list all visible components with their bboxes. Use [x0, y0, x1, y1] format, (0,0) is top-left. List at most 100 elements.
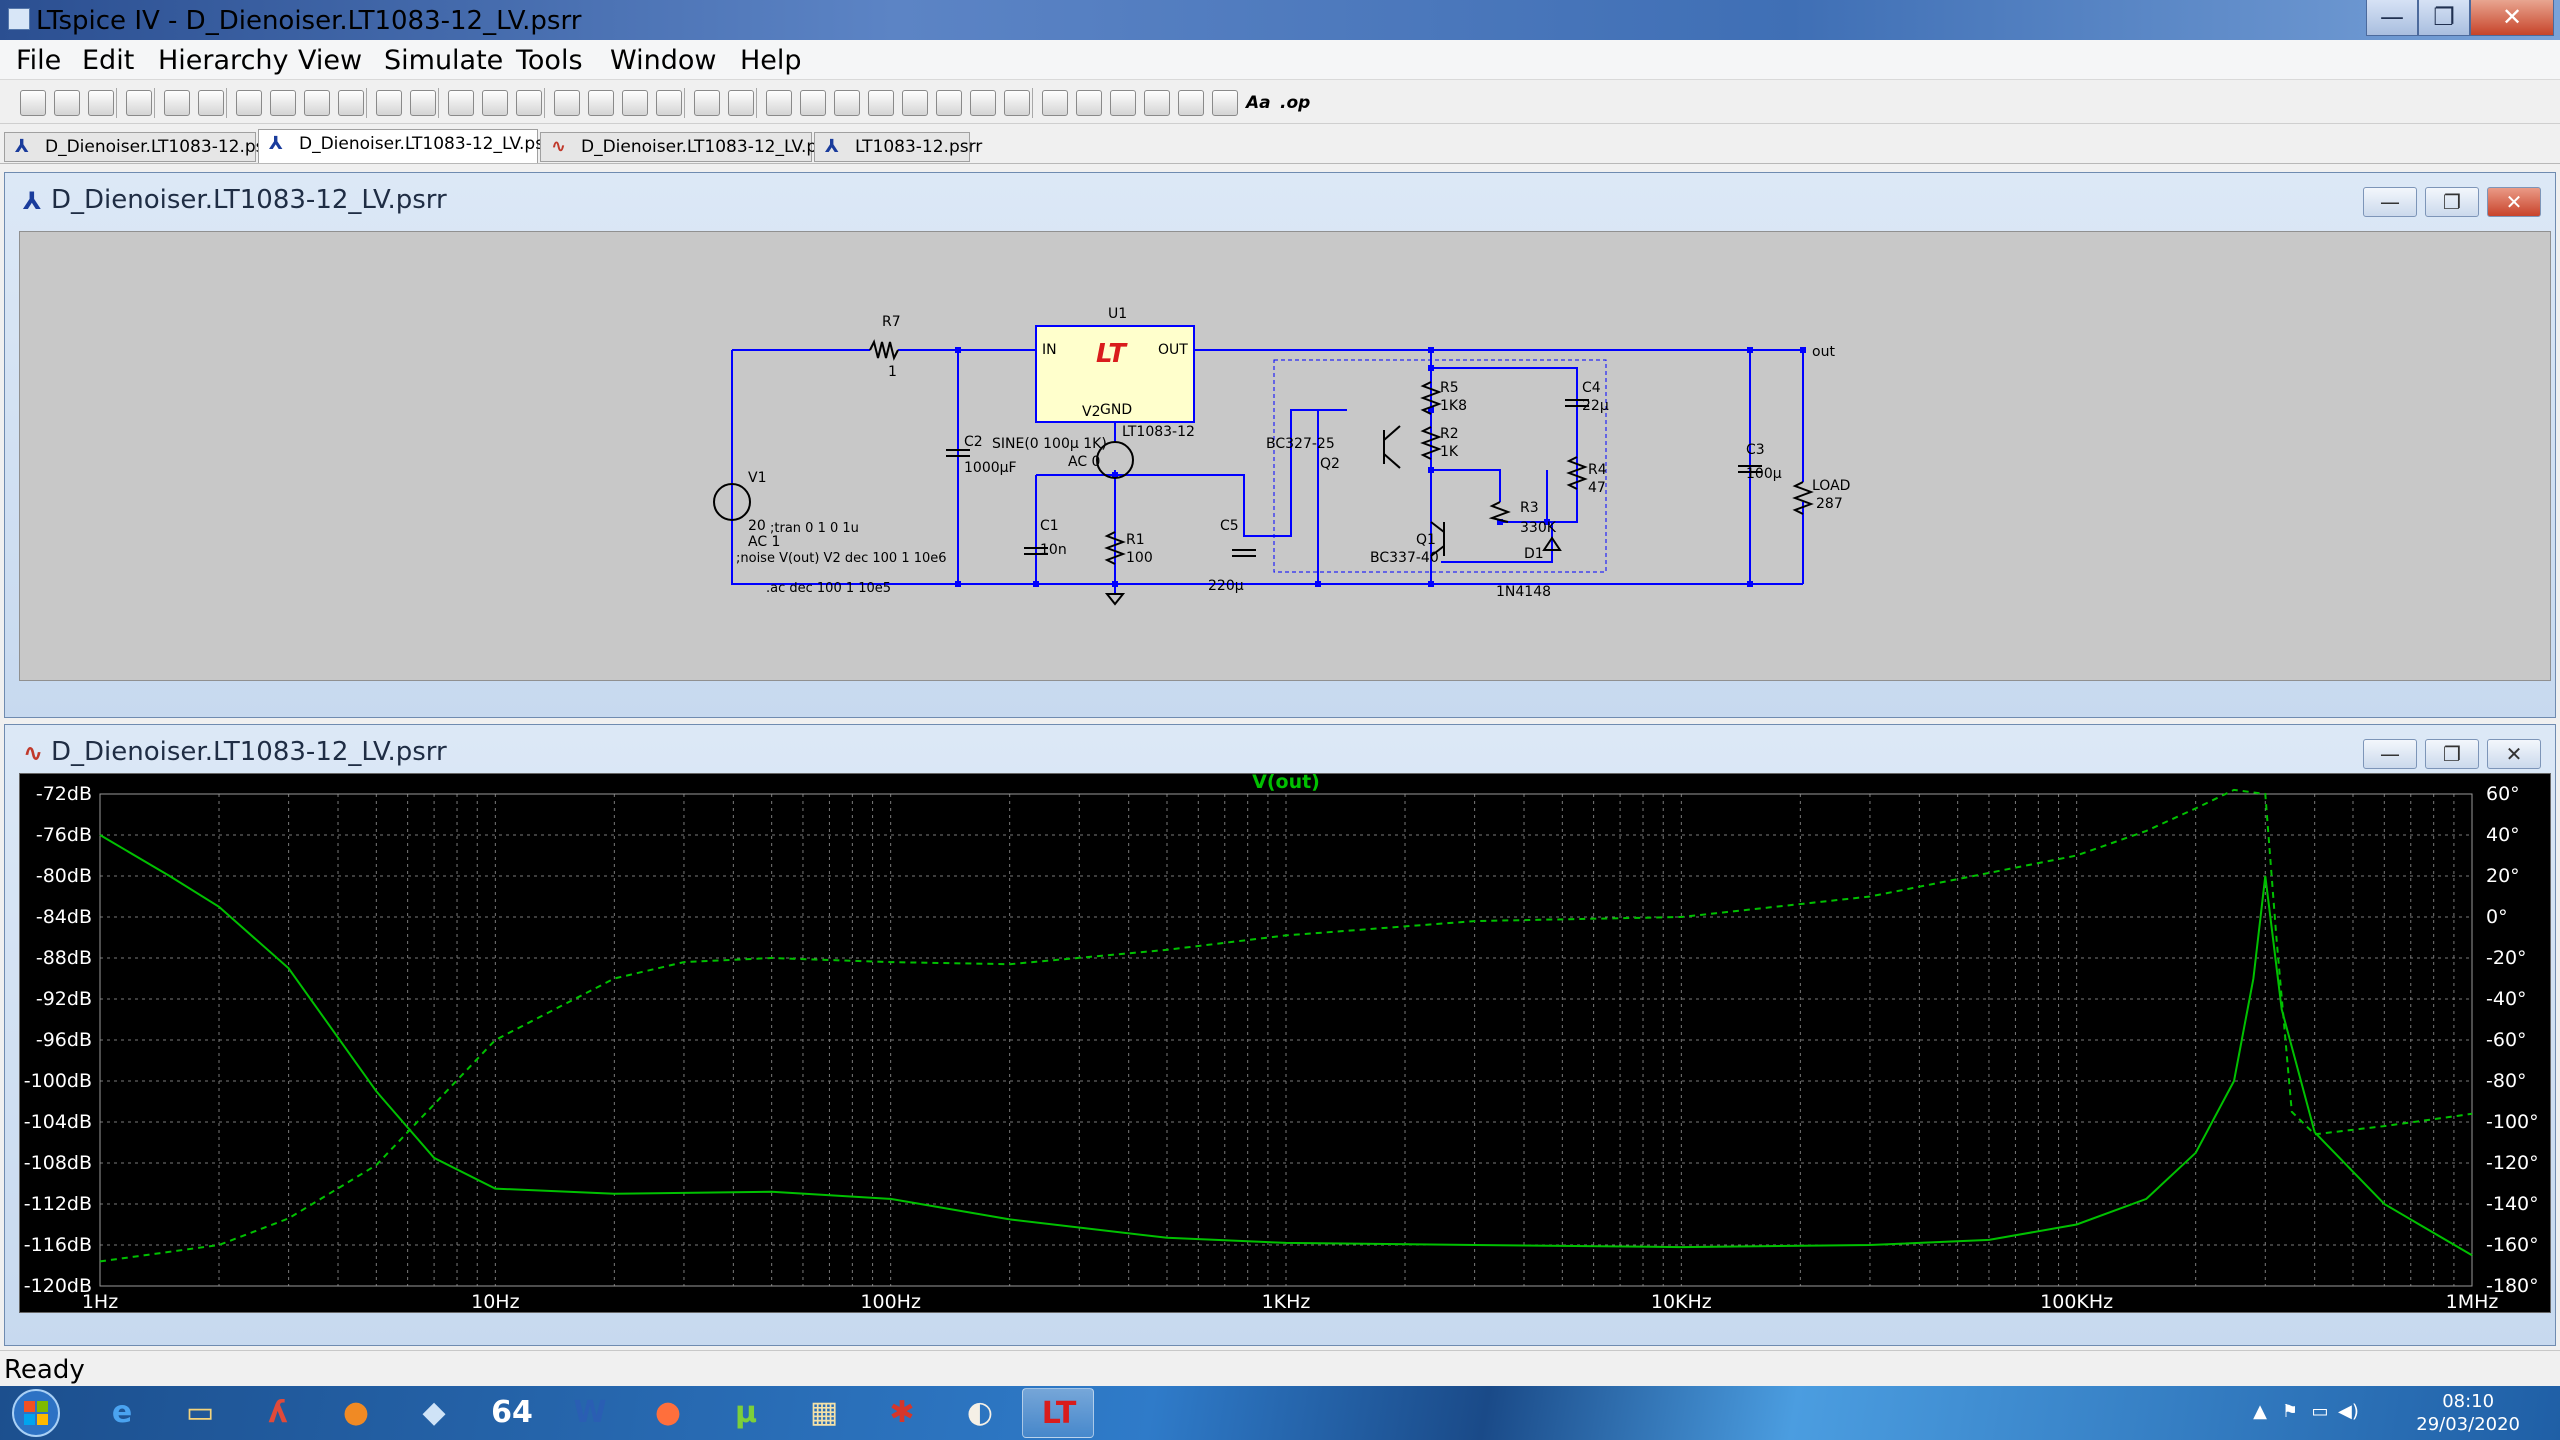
taskbar-firefox-dev-button[interactable]: ● — [632, 1388, 704, 1438]
tray-expand-icon[interactable]: ▲ — [2253, 1401, 2267, 1422]
menu-help[interactable]: Help — [740, 45, 802, 76]
menu-edit[interactable]: Edit — [82, 45, 135, 76]
y-right-tick-label: -140° — [2486, 1193, 2539, 1215]
save-icon[interactable] — [88, 90, 114, 116]
y-left-tick-label: -88dB — [36, 947, 92, 969]
close-button[interactable]: ✕ — [2470, 0, 2554, 36]
spice-directive-icon[interactable]: .op — [1280, 93, 1311, 113]
y-right-tick-label: 20° — [2486, 865, 2520, 887]
waveform-close-button[interactable]: ✕ — [2487, 739, 2541, 769]
tab-4[interactable]: ⅄ LT1083-12.psrr — [814, 132, 982, 162]
taskbar-utorrent-button[interactable]: µ — [710, 1388, 782, 1438]
find-icon[interactable] — [656, 90, 682, 116]
lt-logo-icon: LT — [1096, 339, 1128, 369]
start-button[interactable] — [6, 1387, 66, 1439]
resistor-icon[interactable] — [868, 90, 894, 116]
diode-icon[interactable] — [970, 90, 996, 116]
minimize-button[interactable]: — — [2366, 0, 2418, 36]
svg-text:20: 20 — [748, 518, 766, 534]
menu-file[interactable]: File — [16, 45, 62, 76]
menu-view[interactable]: View — [298, 45, 363, 76]
control-panel-icon[interactable] — [126, 90, 152, 116]
schematic-icon: ⅄ — [15, 136, 29, 157]
cut-icon[interactable] — [554, 90, 580, 116]
svg-text:287: 287 — [1816, 496, 1843, 512]
menu-window[interactable]: Window — [610, 45, 717, 76]
taskbar-notes-button[interactable]: ◆ — [398, 1388, 470, 1438]
last-view-icon[interactable] — [410, 90, 436, 116]
text-icon[interactable]: Aa — [1246, 93, 1271, 113]
taskbar-ie-button[interactable]: e — [86, 1388, 158, 1438]
volume-icon[interactable]: ◀) — [2338, 1401, 2359, 1422]
svg-text:LOAD: LOAD — [1812, 478, 1850, 494]
component-icon[interactable] — [1004, 90, 1030, 116]
u1-part: LT1083-12 — [1122, 424, 1195, 440]
zoom-pan-icon[interactable] — [270, 90, 296, 116]
svg-text:1K8: 1K8 — [1440, 398, 1467, 414]
taskbar-acrobat-button[interactable]: ʎ — [242, 1388, 314, 1438]
schematic-maximize-button[interactable]: ❐ — [2425, 187, 2479, 217]
move-icon[interactable] — [1042, 90, 1068, 116]
print-icon[interactable] — [694, 90, 720, 116]
x-tick-label: 100KHz — [2040, 1291, 2113, 1313]
svg-text:R7: R7 — [882, 314, 901, 330]
taskbar-word-button[interactable]: W — [554, 1388, 626, 1438]
r3-resistor-icon — [1488, 501, 1511, 523]
waveform-window-title: D_Dienoiser.LT1083-12_LV.psrr — [51, 737, 447, 767]
tab-label: D_Dienoiser.LT1083-12_LV.psrr — [299, 134, 558, 154]
taskbar-calc-button[interactable]: ▦ — [788, 1388, 860, 1438]
svg-text:1000µF: 1000µF — [964, 460, 1017, 476]
print-preview-icon[interactable] — [728, 90, 754, 116]
zoom-out-icon[interactable] — [304, 90, 330, 116]
waveform-maximize-button[interactable]: ❐ — [2425, 739, 2479, 769]
taskbar-explorer-button[interactable]: ▭ — [164, 1388, 236, 1438]
network-icon[interactable]: ▭ — [2311, 1401, 2329, 1422]
waveform-minimize-button[interactable]: — — [2363, 739, 2417, 769]
cascade-icon[interactable] — [482, 90, 508, 116]
firefox-dev-icon: ● — [654, 1395, 682, 1430]
schematic-close-button[interactable]: ✕ — [2487, 187, 2541, 217]
drag-icon[interactable] — [1076, 90, 1102, 116]
menu-tools[interactable]: Tools — [516, 45, 583, 76]
tile-horizontal-icon[interactable] — [448, 90, 474, 116]
halt-icon[interactable] — [198, 90, 224, 116]
open-icon[interactable] — [54, 90, 80, 116]
tab-2[interactable]: ⅄ D_Dienoiser.LT1083-12_LV.psrr — [258, 129, 558, 163]
autoscale-icon[interactable] — [376, 90, 402, 116]
ground-icon[interactable] — [800, 90, 826, 116]
menu-hierarchy[interactable]: Hierarchy — [158, 45, 289, 76]
run-icon[interactable] — [164, 90, 190, 116]
puzzle-icon: ✱ — [889, 1395, 915, 1430]
new-schematic-icon[interactable] — [20, 90, 46, 116]
tab-1[interactable]: ⅄ D_Dienoiser.LT1083-12.psrr — [4, 132, 278, 162]
undo-icon[interactable] — [1110, 90, 1136, 116]
tab-3[interactable]: ∿ D_Dienoiser.LT1083-12_LV.psrr — [540, 132, 840, 162]
wire-icon[interactable] — [766, 90, 792, 116]
tile-vertical-icon[interactable] — [516, 90, 542, 116]
clock[interactable]: 08:10 29/03/2020 — [2416, 1390, 2520, 1436]
inductor-icon[interactable] — [936, 90, 962, 116]
copy-icon[interactable] — [588, 90, 614, 116]
component-labels: R7 1 C2 1000µF V1 20 AC 1 V2 SINE(0 100µ… — [736, 314, 1850, 600]
taskbar-puzzle-button[interactable]: ✱ — [866, 1388, 938, 1438]
taskbar-firefox-button[interactable]: ● — [320, 1388, 392, 1438]
paste-icon[interactable] — [622, 90, 648, 116]
taskbar-aida64-button[interactable]: 64 — [476, 1388, 548, 1438]
taskbar-paint-button[interactable]: ◐ — [944, 1388, 1016, 1438]
maximize-button[interactable]: ❐ — [2418, 0, 2470, 36]
mirror-icon[interactable] — [1212, 90, 1238, 116]
redo-icon[interactable] — [1144, 90, 1170, 116]
chart-title: V(out) — [1252, 774, 1320, 793]
action-center-flag-icon[interactable]: ⚑ — [2281, 1401, 2299, 1422]
rotate-icon[interactable] — [1178, 90, 1204, 116]
schematic-canvas[interactable]: U1 IN OUT GND LT1083-12 LT — [19, 231, 2551, 681]
schematic-minimize-button[interactable]: — — [2363, 187, 2417, 217]
taskbar-ltspice-button[interactable]: LT — [1022, 1388, 1094, 1438]
zoom-fit-icon[interactable] — [338, 90, 364, 116]
menu-simulate[interactable]: Simulate — [384, 45, 504, 76]
dienoiser-box — [1273, 359, 1607, 573]
zoom-in-icon[interactable] — [236, 90, 262, 116]
capacitor-icon[interactable] — [902, 90, 928, 116]
label-net-icon[interactable] — [834, 90, 860, 116]
